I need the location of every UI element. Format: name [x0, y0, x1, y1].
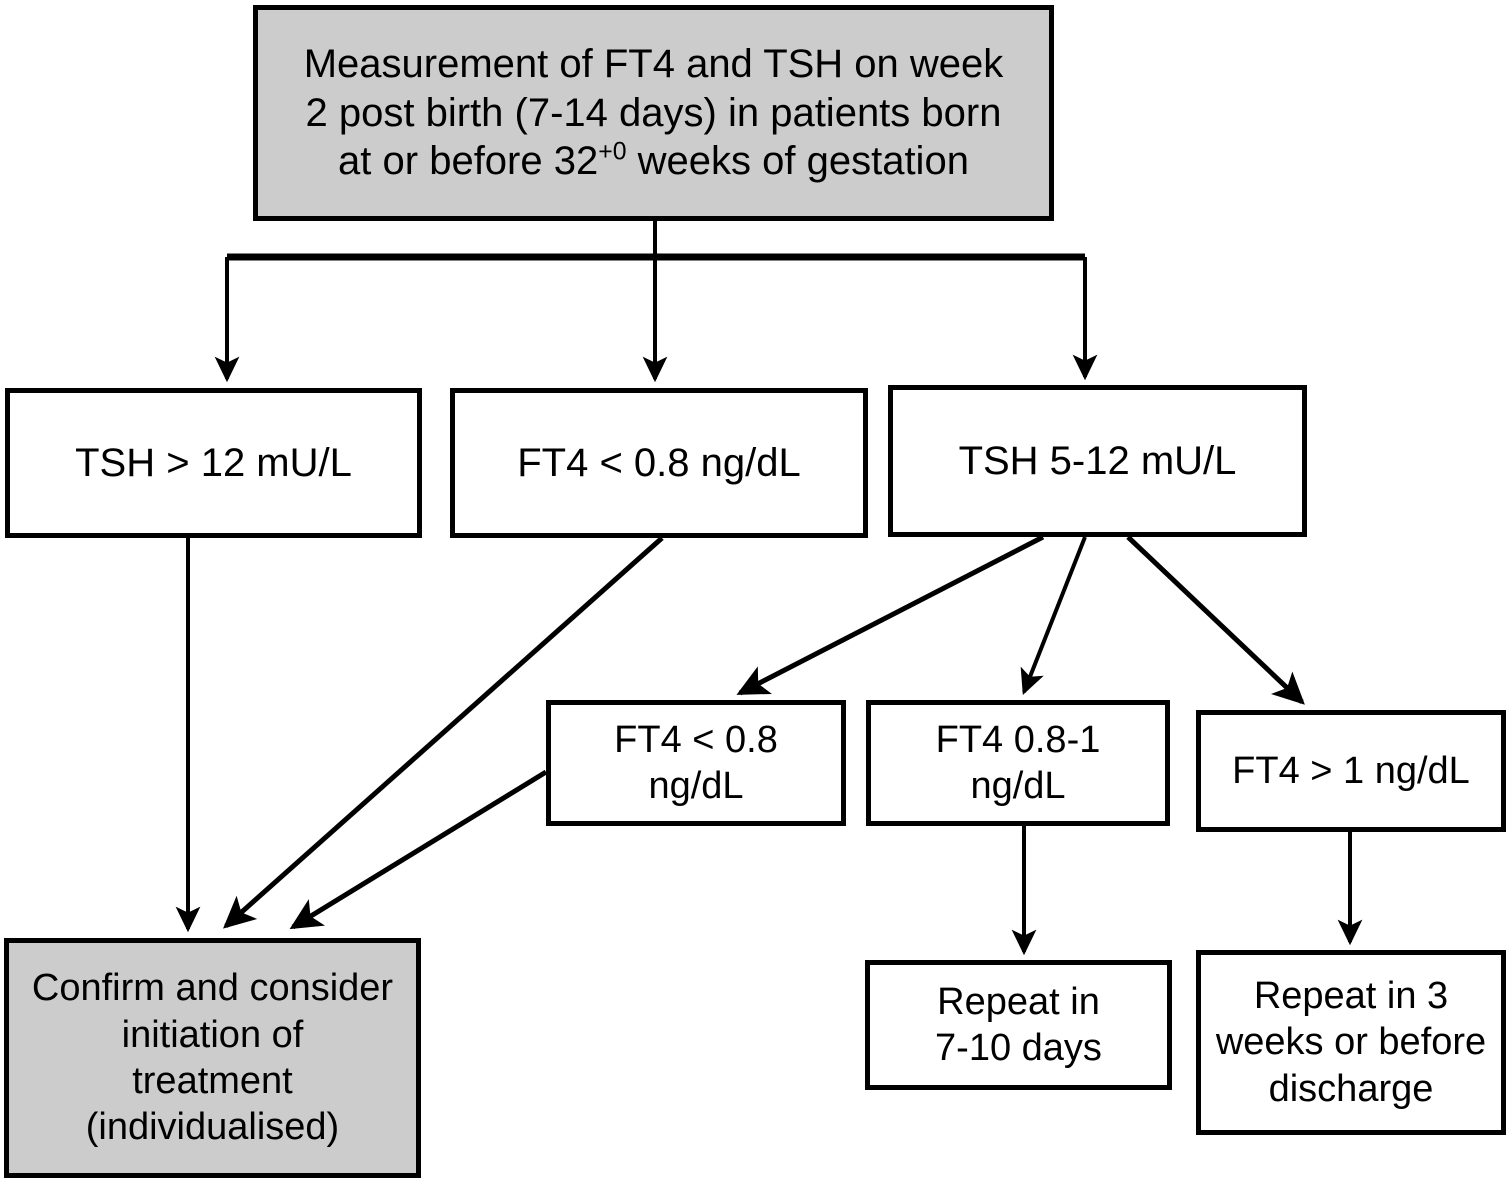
node-ft4-gt1-label: FT4 > 1 ng/dL [1232, 749, 1470, 792]
edge-tsh-mid-to-ft4-lt08 [736, 534, 1045, 696]
node-ft4-greater-than-1[interactable]: FT4 > 1 ng/dL [1196, 710, 1506, 832]
node-ft4-08to1-label: FT4 0.8-1 ng/dL [935, 718, 1101, 807]
node-repeat-3-weeks-or-discharge[interactable]: Repeat in 3 weeks or before discharge [1196, 950, 1506, 1135]
node-ft4-less-than-0-8-branch[interactable]: FT4 < 0.8 ng/dL [546, 700, 846, 826]
edge-tsh-mid-to-ft4-gt1 [1126, 535, 1305, 705]
node-ft4-lt08-label: FT4 < 0.8 ng/dL [614, 718, 778, 807]
node-ft4-less-than-0-8[interactable]: FT4 < 0.8 ng/dL [450, 388, 868, 538]
edge-ft4-lt08-to-treatment [289, 769, 548, 930]
node-repeat-7-10-days[interactable]: Repeat in 7-10 days [865, 960, 1172, 1090]
gestation-superscript: +0 [598, 139, 627, 167]
node-tsh-greater-than-12[interactable]: TSH > 12 mU/L [5, 388, 422, 538]
node-ft4-low-label: FT4 < 0.8 ng/dL [517, 440, 801, 485]
edge-tsh-mid-to-ft4-08to1 [1020, 536, 1087, 695]
node-confirm-and-consider-treatment[interactable]: Confirm and consider initiation of treat… [4, 938, 421, 1178]
node-tsh-5-to-12[interactable]: TSH 5-12 mU/L [888, 385, 1307, 537]
node-tsh-mid-label: TSH 5-12 mU/L [958, 438, 1237, 483]
node-treatment-label: Confirm and consider initiation of treat… [31, 967, 394, 1149]
node-tsh-high-label: TSH > 12 mU/L [75, 440, 352, 485]
node-repeat710-label: Repeat in 7-10 days [935, 980, 1102, 1069]
node-repeat3w-label: Repeat in 3 weeks or before discharge [1215, 974, 1487, 1110]
node-ft4-0-8-to-1[interactable]: FT4 0.8-1 ng/dL [866, 700, 1170, 826]
